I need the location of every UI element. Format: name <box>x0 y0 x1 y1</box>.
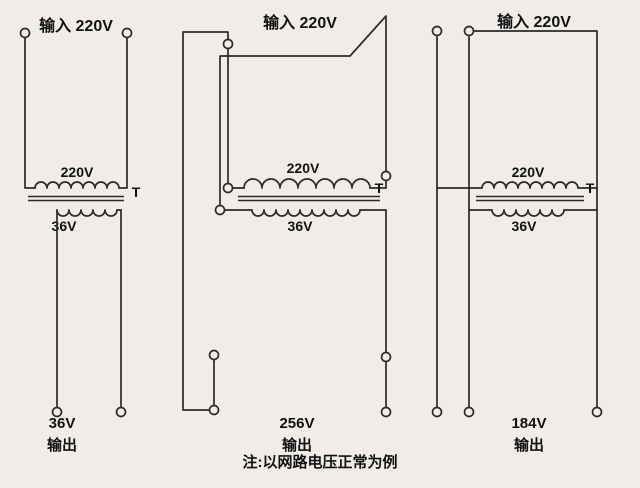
wire-input-right <box>118 36 128 189</box>
input-terminal-post <box>19 27 31 39</box>
secondary-voltage-label: 36V <box>52 218 78 234</box>
output-voltage-label: 256V <box>279 415 314 432</box>
secondary-voltage-label: 36V <box>288 218 314 234</box>
input-terminal-post <box>431 25 443 37</box>
transformer-label: T <box>586 180 595 196</box>
output-terminal-post <box>115 406 127 418</box>
junction-post <box>208 349 220 361</box>
primary-voltage-label: 220V <box>287 160 320 176</box>
input-label: 输入 220V <box>497 12 571 31</box>
output-voltage-label: 36V <box>49 415 76 432</box>
wire-top-slant-right-rail <box>219 15 387 207</box>
output-word-label: 输出 <box>47 436 77 454</box>
wire-top-right-rail <box>472 30 598 409</box>
secondary-coil <box>251 209 361 217</box>
diagram-note: 注:以网路电压正常为例 <box>243 453 398 471</box>
circuit-isolated-36v: 输入 220V 220V T 36V 36V 输出 <box>19 16 141 454</box>
junction-post <box>380 351 392 363</box>
output-terminal-post <box>591 406 603 418</box>
secondary-coil <box>491 209 565 217</box>
primary-coil <box>481 181 579 189</box>
input-label: 输入 220V <box>263 13 337 32</box>
output-terminal-post <box>51 406 63 418</box>
wire-secondary-to-output <box>359 209 387 409</box>
input-terminal-post <box>380 170 392 182</box>
input-terminal-post <box>463 25 475 37</box>
secondary-voltage-label: 36V <box>512 218 538 234</box>
transformer-label: T <box>375 180 384 196</box>
input-terminal-post <box>222 38 234 50</box>
input-label: 输入 220V <box>39 16 113 35</box>
primary-voltage-label: 220V <box>512 164 545 180</box>
circuit-boost-256v: 输入 220V 220V T 36V <box>182 13 392 454</box>
transformer-label: T <box>132 184 141 200</box>
output-word-label: 输出 <box>514 436 544 454</box>
output-voltage-label: 184V <box>511 415 546 432</box>
secondary-terminal-post <box>214 204 226 216</box>
primary-coil <box>34 181 120 189</box>
wire-input-left <box>24 36 36 189</box>
primary-coil <box>243 178 371 189</box>
output-terminal-post <box>463 406 475 418</box>
output-terminal-post <box>208 404 220 416</box>
output-terminal-post <box>380 406 392 418</box>
secondary-coil <box>56 209 118 217</box>
primary-voltage-label: 220V <box>61 164 94 180</box>
output-terminal-post <box>431 406 443 418</box>
output-word-label: 输出 <box>282 436 312 454</box>
circuit-buck-184v: 输入 220V 220V T 36V 184V 输出 <box>431 12 603 454</box>
input-terminal-post <box>121 27 133 39</box>
wire-left-rail <box>182 31 229 411</box>
primary-terminal-post <box>222 182 234 194</box>
